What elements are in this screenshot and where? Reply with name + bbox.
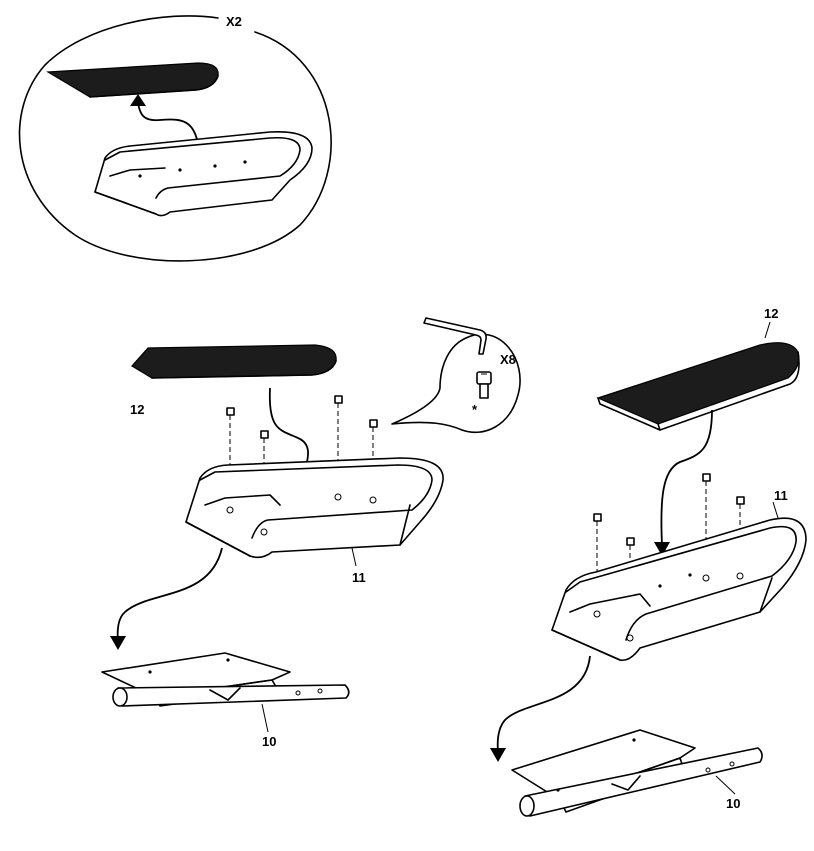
- left-assembly: 12: [102, 345, 443, 749]
- right-tray: [552, 518, 806, 660]
- left-mat: [132, 345, 336, 378]
- callout-bubble: [392, 334, 520, 432]
- left-tray-label: 11: [352, 570, 366, 585]
- detail-inset: X2: [20, 14, 332, 261]
- right-mat-label: 12: [764, 306, 778, 321]
- right-insert-arrow: [654, 410, 712, 556]
- callout-quantity-label: X8: [500, 352, 516, 367]
- right-bracket-label: 10: [726, 796, 740, 811]
- inset-quantity-label: X2: [226, 14, 242, 29]
- right-mat: [598, 343, 799, 430]
- inset-tray: [95, 132, 312, 216]
- cap-screw-icon: [477, 372, 491, 398]
- right-down-arrow: [490, 656, 590, 762]
- right-bracket: [512, 730, 762, 816]
- left-bracket: [102, 653, 349, 706]
- left-down-arrow: [110, 548, 222, 650]
- left-mat-label: 12: [130, 402, 144, 417]
- screw-callout: X8 *: [392, 318, 520, 432]
- callout-note-mark: *: [472, 402, 478, 417]
- left-tray: [186, 458, 443, 557]
- right-assembly: 12: [490, 306, 806, 816]
- left-bracket-label: 10: [262, 734, 276, 749]
- hex-key-icon: [424, 318, 486, 354]
- inset-mat: [48, 63, 218, 97]
- right-tray-label: 11: [774, 488, 788, 503]
